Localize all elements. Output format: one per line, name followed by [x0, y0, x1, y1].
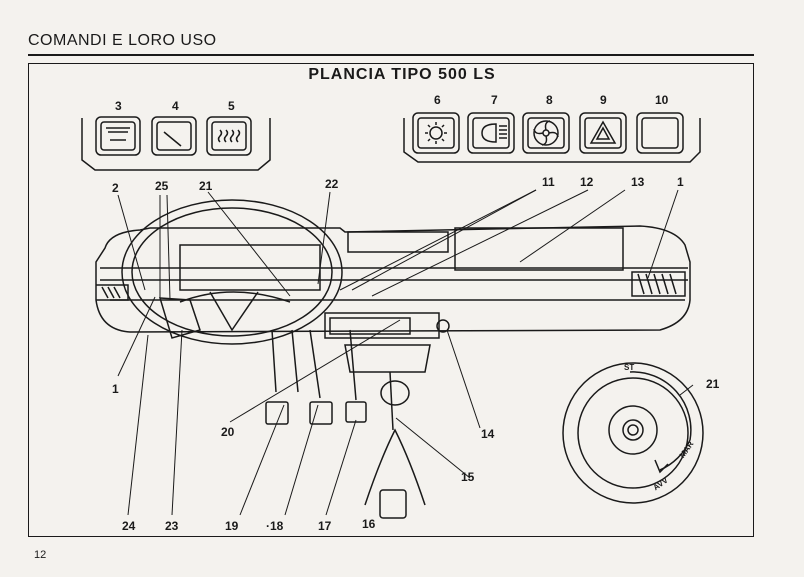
callout-1-right: 1	[677, 175, 684, 189]
callout-16: 16	[362, 517, 376, 531]
callout-11: 11	[542, 175, 555, 189]
hazard-warning-icon	[579, 112, 627, 154]
left-switch-bracket	[81, 118, 271, 171]
rear-window-heater-icon	[95, 116, 141, 156]
dashboard-body	[95, 225, 691, 339]
ignition-st-label: ST	[624, 363, 634, 372]
leader-lines	[117, 189, 694, 516]
callout-2: 2	[112, 181, 119, 195]
diagram-frame	[28, 63, 754, 537]
callout-22: 22	[325, 177, 339, 191]
callout-8: 8	[546, 93, 553, 107]
callout-1-left: 1	[112, 382, 119, 396]
fan-icon	[522, 112, 570, 154]
callout-13: 13	[631, 175, 645, 189]
callout-15: 15	[461, 470, 475, 484]
diagram-title: PLANCIA TIPO 500 LS	[308, 66, 496, 83]
right-switch-bracket	[403, 118, 701, 163]
callout-23: 23	[165, 519, 179, 533]
callout-5: 5	[228, 99, 235, 113]
blank-switch-icon	[636, 112, 684, 154]
callout-9: 9	[600, 93, 607, 107]
callout-21-dial: 21	[706, 377, 720, 391]
page-number: 12	[34, 549, 47, 561]
gauge-icon	[151, 116, 197, 156]
ignition-dial	[562, 362, 704, 504]
pedals	[265, 329, 367, 425]
ignition-avv-label: AVV	[651, 475, 670, 492]
ignition-mar-label: MAR	[678, 439, 696, 459]
header-rule	[28, 54, 754, 56]
callout-21: 21	[199, 179, 213, 193]
callout-6: 6	[434, 93, 441, 107]
callout-25: 25	[155, 179, 169, 193]
callout-24: 24	[122, 519, 136, 533]
callout-12: 12	[580, 175, 594, 189]
callout-3: 3	[115, 99, 122, 113]
steering-wheel	[121, 199, 343, 345]
headlight-icon	[467, 112, 515, 154]
section-title: COMANDI E LORO USO	[28, 32, 217, 49]
callout-18: ·18	[266, 519, 284, 533]
callout-17: 17	[318, 519, 332, 533]
callout-20: 20	[221, 425, 235, 439]
callout-4: 4	[172, 99, 179, 113]
heated-rear-window-icon	[206, 116, 252, 156]
callout-19: 19	[225, 519, 239, 533]
callout-10: 10	[655, 93, 669, 107]
callout-14: 14	[481, 427, 495, 441]
callout-7: 7	[491, 93, 498, 107]
center-console	[344, 344, 431, 519]
interior-light-icon	[412, 112, 460, 154]
